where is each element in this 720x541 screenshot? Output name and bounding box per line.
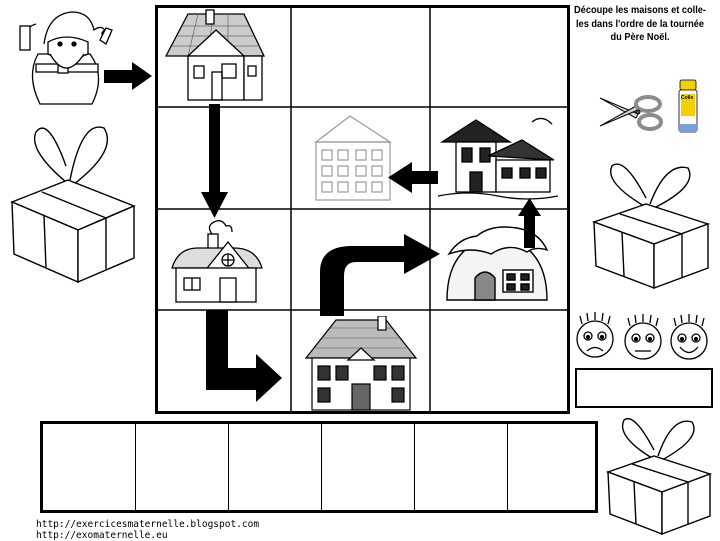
answer-box-3[interactable] bbox=[229, 424, 322, 510]
face-happy-icon bbox=[668, 314, 710, 362]
answer-box-6[interactable] bbox=[508, 424, 595, 510]
answer-box-4[interactable] bbox=[322, 424, 415, 510]
footer-url-2[interactable]: http://exomaternelle.eu bbox=[36, 530, 168, 541]
answer-box-1[interactable] bbox=[43, 424, 136, 510]
scissors-icon bbox=[598, 92, 664, 132]
gift-box-icon bbox=[590, 160, 712, 292]
santa-claus-icon bbox=[18, 6, 114, 106]
house-icon bbox=[158, 8, 268, 103]
house-icon bbox=[168, 218, 266, 306]
face-neutral-icon bbox=[622, 314, 664, 362]
house-icon bbox=[312, 114, 394, 204]
answer-strip bbox=[40, 421, 598, 513]
house-icon bbox=[436, 112, 558, 202]
house-icon bbox=[441, 214, 553, 306]
house-icon bbox=[302, 316, 420, 412]
gift-box-icon bbox=[8, 110, 138, 286]
glue-label: Colle bbox=[681, 95, 694, 101]
answer-box-5[interactable] bbox=[415, 424, 508, 510]
answer-box-2[interactable] bbox=[136, 424, 229, 510]
gift-box-icon bbox=[604, 414, 714, 538]
face-sad-icon bbox=[574, 312, 616, 360]
footer-url-1[interactable]: http://exercicesmaternelle.blogspot.com bbox=[36, 519, 260, 530]
instructions-text: Découpe les maisons et colle-les dans l'… bbox=[574, 4, 706, 43]
evaluation-box[interactable] bbox=[575, 368, 713, 408]
glue-stick-icon: Colle bbox=[677, 78, 699, 134]
